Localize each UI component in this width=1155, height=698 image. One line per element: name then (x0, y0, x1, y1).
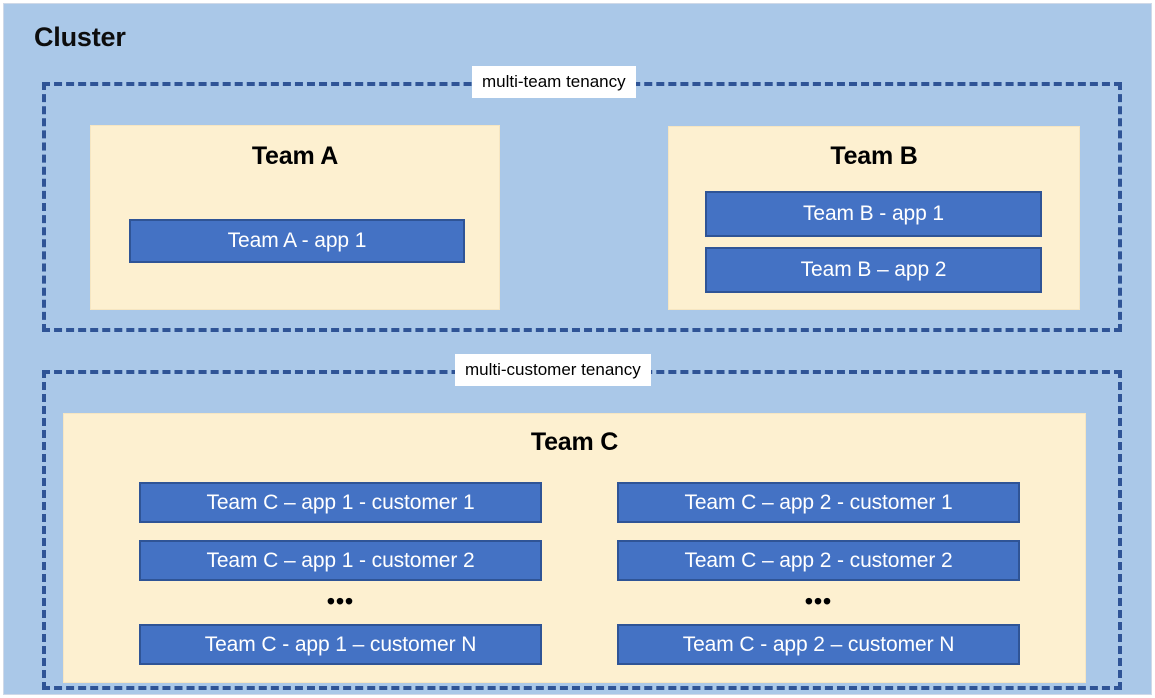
ellipsis-team-c-app2: ••• (804, 588, 833, 614)
cluster-panel: Cluster Team A Team A - app 1 Team B Tea… (3, 3, 1152, 695)
team-box-team-a: Team A Team A - app 1 (90, 125, 500, 310)
team-box-team-c: Team C Team C – app 1 - customer 1 Team … (63, 413, 1086, 683)
app-bar-team-c-app1-customer-n[interactable]: Team C - app 1 – customer N (139, 624, 542, 665)
tenancy-label-multi-customer: multi-customer tenancy (455, 354, 651, 386)
team-c-title: Team C (530, 428, 619, 456)
app-bar-team-c-app2-customer-1[interactable]: Team C – app 2 - customer 1 (617, 482, 1020, 523)
app-bar-team-b-app-2[interactable]: Team B – app 2 (705, 247, 1042, 293)
team-a-title: Team A (251, 142, 339, 170)
team-box-team-b: Team B Team B - app 1 Team B – app 2 (668, 126, 1080, 310)
app-bar-team-b-app-1[interactable]: Team B - app 1 (705, 191, 1042, 237)
app-bar-team-c-app1-customer-2[interactable]: Team C – app 1 - customer 2 (139, 540, 542, 581)
app-bar-team-a-app-1[interactable]: Team A - app 1 (129, 219, 465, 263)
team-b-title: Team B (830, 142, 918, 170)
cluster-title: Cluster (34, 22, 126, 52)
app-bar-team-c-app1-customer-1[interactable]: Team C – app 1 - customer 1 (139, 482, 542, 523)
app-bar-team-c-app2-customer-n[interactable]: Team C - app 2 – customer N (617, 624, 1020, 665)
app-bar-team-c-app2-customer-2[interactable]: Team C – app 2 - customer 2 (617, 540, 1020, 581)
tenancy-region-multi-customer: Team C Team C – app 1 - customer 1 Team … (42, 370, 1122, 690)
ellipsis-team-c-app1: ••• (326, 588, 355, 614)
tenancy-region-multi-team: Team A Team A - app 1 Team B Team B - ap… (42, 82, 1122, 332)
tenancy-label-multi-team: multi-team tenancy (472, 66, 636, 98)
